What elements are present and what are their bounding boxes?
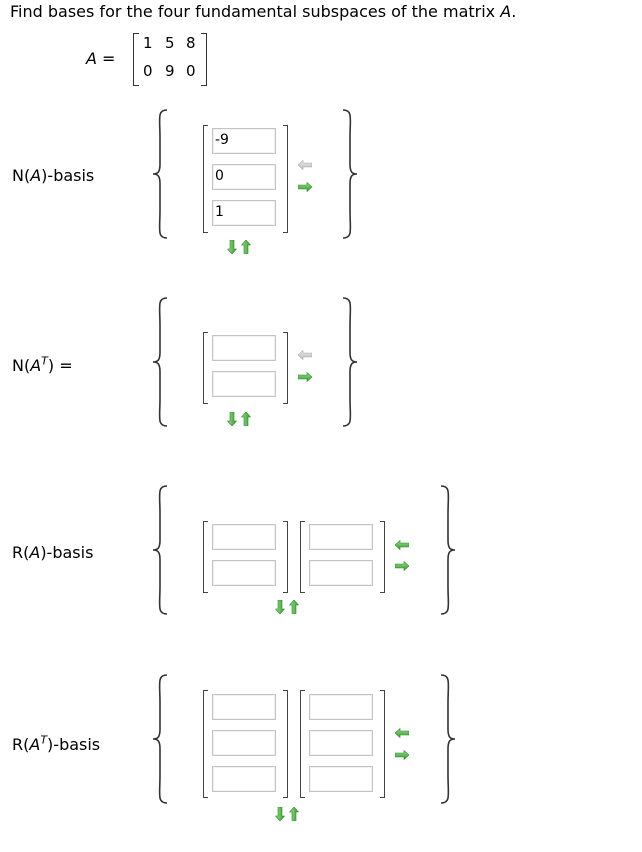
question-matrix-var: A xyxy=(500,2,512,21)
rat-label-var: A xyxy=(29,735,41,754)
right-brace xyxy=(440,485,456,615)
rat-label: R(AT)-basis xyxy=(12,735,100,754)
na-label-var: A xyxy=(30,166,42,185)
matrix-a-right-bracket xyxy=(201,33,207,86)
rat-vector2-entry[interactable] xyxy=(309,766,373,792)
rat-vector1-entry[interactable] xyxy=(212,730,276,756)
na-label: N(A)-basis xyxy=(12,166,94,185)
arrow-right-icon[interactable] xyxy=(395,561,409,571)
rat-label-post: )-basis xyxy=(47,735,101,754)
right-brace xyxy=(342,297,358,427)
arrow-right-icon[interactable] xyxy=(395,750,409,760)
matrix-a-cell: 8 xyxy=(186,34,196,52)
arrow-left-icon[interactable] xyxy=(395,728,409,738)
nat-label-pre: N( xyxy=(12,356,31,375)
matrix-a-cell: 1 xyxy=(143,34,153,52)
left-brace xyxy=(152,109,168,239)
nat-label-post: ) = xyxy=(47,356,73,375)
arrow-right-icon[interactable] xyxy=(298,372,312,382)
ra-label-pre: R( xyxy=(12,543,30,562)
ra-vector1-entry[interactable] xyxy=(212,560,276,586)
na-label-post: )-basis xyxy=(41,166,95,185)
arrow-left-icon[interactable] xyxy=(298,350,312,360)
vector-left-bracket xyxy=(300,521,305,593)
ra-vector2-entry[interactable] xyxy=(309,524,373,550)
nat-vector-entry[interactable] xyxy=(212,371,276,397)
rat-vector2-entry[interactable] xyxy=(309,730,373,756)
ra-label-post: )-basis xyxy=(40,543,94,562)
vector-left-bracket xyxy=(203,690,208,798)
na-vector-entry[interactable]: 1 xyxy=(212,200,276,226)
matrix-a-left-bracket xyxy=(133,33,139,86)
nat-vector-entry[interactable] xyxy=(212,335,276,361)
vector-right-bracket xyxy=(283,125,288,233)
rat-vector2-entry[interactable] xyxy=(309,694,373,720)
ra-vector2-entry[interactable] xyxy=(309,560,373,586)
vector-left-bracket xyxy=(203,521,208,593)
ra-label-var: A xyxy=(29,543,41,562)
vector-left-bracket xyxy=(203,332,208,404)
arrow-up-icon[interactable] xyxy=(289,807,299,821)
vector-right-bracket xyxy=(380,521,385,593)
vector-right-bracket xyxy=(283,521,288,593)
nat-label: N(AT) = xyxy=(12,356,73,375)
arrow-right-icon[interactable] xyxy=(298,182,312,192)
vector-left-bracket xyxy=(300,690,305,798)
arrow-down-icon[interactable] xyxy=(275,600,285,614)
arrow-up-icon[interactable] xyxy=(289,600,299,614)
matrix-a-cell: 9 xyxy=(165,62,175,80)
question-suffix: . xyxy=(511,2,517,21)
arrow-up-icon[interactable] xyxy=(241,240,251,254)
vector-right-bracket xyxy=(283,690,288,798)
rat-vector1-entry[interactable] xyxy=(212,694,276,720)
matrix-a-cell: 0 xyxy=(186,62,196,80)
rat-label-sup: T xyxy=(40,733,48,747)
left-brace xyxy=(152,674,168,804)
arrow-up-icon[interactable] xyxy=(241,412,251,426)
rat-vector1-entry[interactable] xyxy=(212,766,276,792)
na-label-pre: N( xyxy=(12,166,31,185)
vector-left-bracket xyxy=(203,125,208,233)
arrow-down-icon[interactable] xyxy=(275,807,285,821)
left-brace xyxy=(152,297,168,427)
matrix-a: 1 5 8 0 9 0 xyxy=(133,33,207,86)
left-brace xyxy=(152,485,168,615)
matrix-a-cell: 5 xyxy=(165,34,175,52)
arrow-down-icon[interactable] xyxy=(227,412,237,426)
nat-label-sup: T xyxy=(41,354,48,368)
vector-right-bracket xyxy=(380,690,385,798)
matrix-a-label: A = xyxy=(86,49,116,68)
right-brace xyxy=(342,109,358,239)
ra-vector1-entry[interactable] xyxy=(212,524,276,550)
ra-label: R(A)-basis xyxy=(12,543,93,562)
right-brace xyxy=(440,674,456,804)
nat-label-var: A xyxy=(30,356,42,375)
question-text: Find bases for the four fundamental subs… xyxy=(10,2,516,21)
arrow-left-icon[interactable] xyxy=(395,540,409,550)
arrow-down-icon[interactable] xyxy=(227,240,237,254)
na-vector-entry[interactable]: 0 xyxy=(212,164,276,190)
na-vector-entry[interactable]: -9 xyxy=(212,128,276,154)
rat-label-pre: R( xyxy=(12,735,30,754)
matrix-a-cell: 0 xyxy=(143,62,153,80)
vector-right-bracket xyxy=(283,332,288,404)
question-prefix: Find bases for the four fundamental subs… xyxy=(10,2,501,21)
arrow-left-icon[interactable] xyxy=(298,160,312,170)
